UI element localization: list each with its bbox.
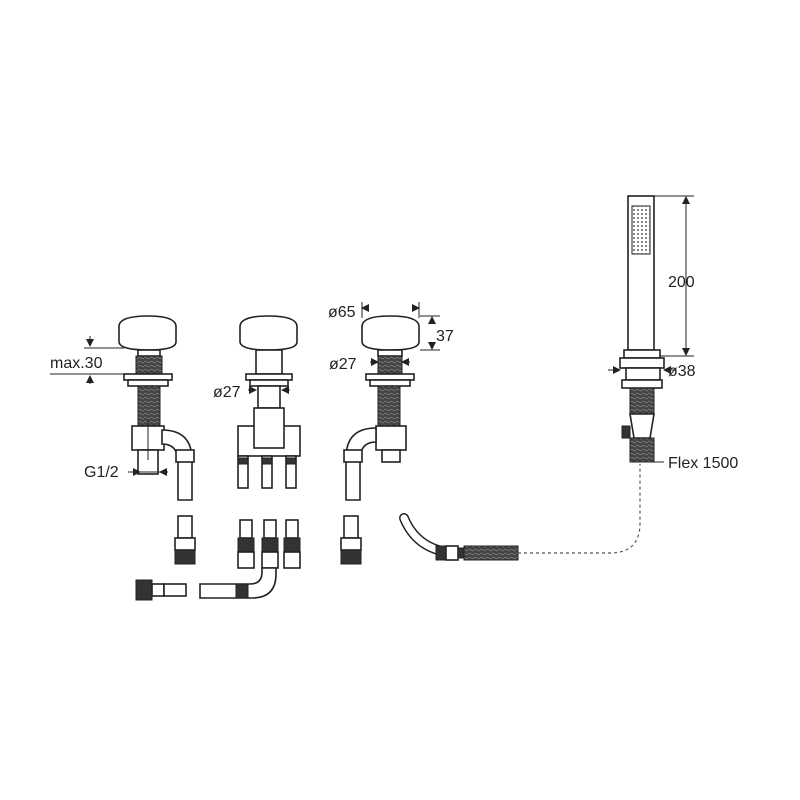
- dim-dia27-center: ø27: [213, 384, 290, 401]
- dim-dia27-right: ø27: [329, 356, 410, 373]
- label-dia27-right: ø27: [329, 356, 357, 373]
- label-g12: G1/2: [84, 464, 119, 481]
- label-dia27-center: ø27: [213, 384, 241, 401]
- hand-shower: [619, 195, 665, 463]
- left-valve: [118, 315, 195, 501]
- label-37: 37: [436, 328, 454, 345]
- dim-37: 37: [420, 315, 454, 351]
- right-valve: [343, 315, 420, 501]
- label-dia38: ø38: [668, 363, 696, 380]
- label-max30: max.30: [50, 355, 103, 372]
- hose-fittings: [135, 515, 362, 601]
- label-dia65: ø65: [328, 304, 356, 321]
- center-spout: [237, 315, 301, 489]
- dim-max30: max.30: [50, 336, 124, 384]
- dim-dia38: ø38: [608, 363, 696, 380]
- dim-g12: G1/2: [84, 464, 168, 481]
- dim-dia65: ø65: [328, 302, 420, 321]
- dim-flex: Flex 1500: [642, 455, 738, 472]
- label-200: 200: [668, 274, 695, 291]
- flex-hose: [399, 464, 641, 561]
- dim-200: 200: [654, 195, 695, 357]
- label-flex: Flex 1500: [668, 455, 738, 472]
